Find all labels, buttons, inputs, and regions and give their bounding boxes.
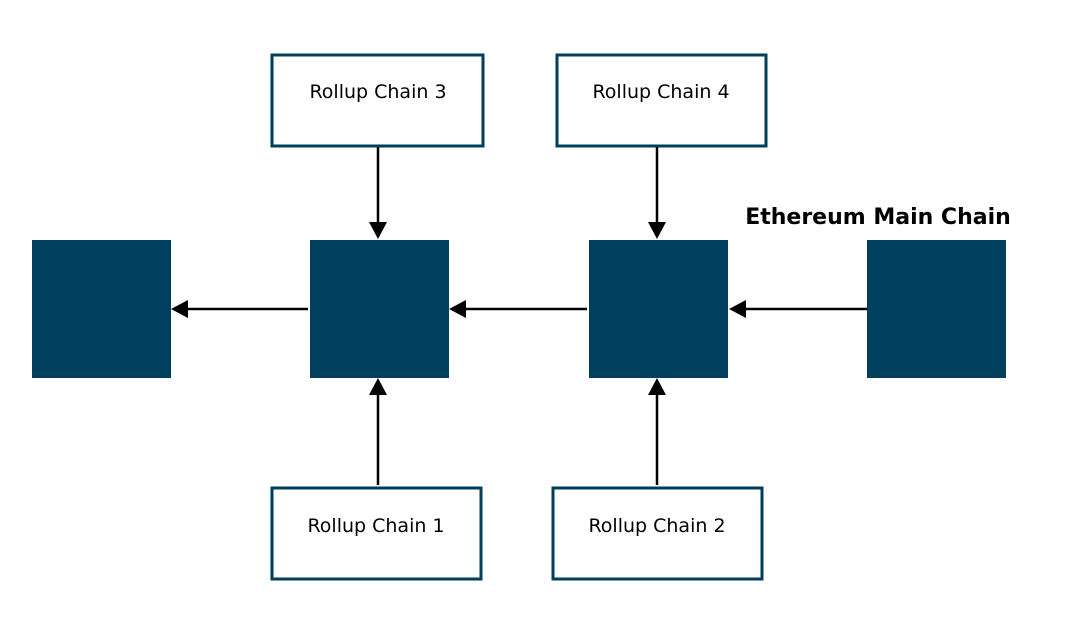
main-chain-block-3 <box>589 240 728 378</box>
main-chain-title: Ethereum Main Chain <box>745 205 1011 230</box>
rollup-3-arrow <box>369 147 387 239</box>
rollup-chain-3-box <box>270 53 485 148</box>
chain-arrow-4-to-3 <box>729 300 867 318</box>
rollup-2-arrow <box>648 378 666 485</box>
chain-arrow-3-to-2 <box>449 300 587 318</box>
rollup-chain-1-box <box>270 486 483 581</box>
rollup-chain-4-box <box>555 53 768 148</box>
main-chain-block-1 <box>32 240 171 378</box>
rollup-1-arrow <box>369 378 387 485</box>
main-chain-block-2 <box>310 240 449 378</box>
chain-arrow-2-to-1 <box>171 300 308 318</box>
rollup-4-arrow <box>648 147 666 239</box>
rollup-chain-2-box <box>551 486 764 581</box>
rollup-chain-3-label: Rollup Chain 3 <box>309 81 446 103</box>
rollup-chain-1-label: Rollup Chain 1 <box>307 515 444 537</box>
rollup-chain-4-label: Rollup Chain 4 <box>592 81 729 103</box>
rollup-chain-2-label: Rollup Chain 2 <box>588 515 725 537</box>
main-chain-block-4 <box>867 240 1006 378</box>
